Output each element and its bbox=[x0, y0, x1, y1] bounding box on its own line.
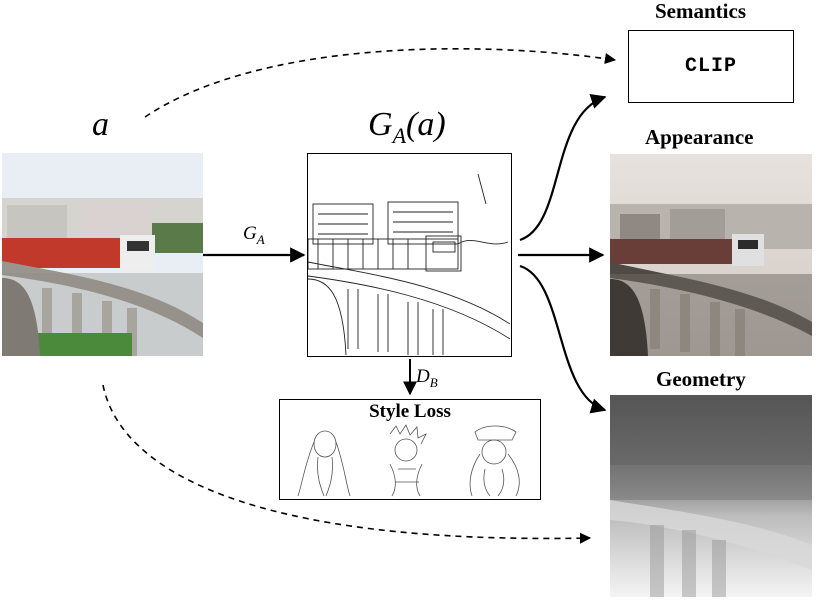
edge-generator-letter: G bbox=[243, 223, 257, 244]
geometry-depth-map bbox=[610, 395, 812, 597]
edge-generator-sub: A bbox=[256, 231, 265, 247]
generator-sub: A bbox=[392, 122, 407, 148]
discriminator-letter: D bbox=[416, 366, 430, 387]
edge-generator-label: GA bbox=[243, 224, 265, 249]
semantics-title: Semantics bbox=[655, 0, 746, 23]
discriminator-label: DB bbox=[416, 367, 438, 392]
clip-label: CLIP bbox=[684, 55, 737, 78]
discriminator-sub: B bbox=[429, 374, 438, 390]
line-drawing-output bbox=[307, 153, 512, 357]
generator-letter: G bbox=[368, 106, 393, 143]
appearance-image bbox=[610, 154, 812, 356]
clip-box: CLIP bbox=[628, 30, 794, 103]
style-loss-title: Style Loss bbox=[369, 401, 451, 422]
style-sketches bbox=[297, 424, 520, 497]
generator-arg: (a) bbox=[406, 106, 446, 143]
appearance-title: Appearance bbox=[645, 125, 754, 149]
generator-output-label: GA(a) bbox=[368, 108, 446, 153]
dashed-arrow-to-geometry bbox=[102, 384, 592, 544]
input-photo bbox=[2, 153, 203, 356]
style-loss-box: Style Loss bbox=[279, 399, 541, 500]
input-var: a bbox=[92, 106, 109, 143]
arrow-to-geometry bbox=[519, 264, 607, 414]
input-label: a bbox=[92, 108, 109, 142]
geometry-title: Geometry bbox=[656, 367, 746, 391]
arrow-to-clip bbox=[519, 94, 607, 242]
dashed-arrow-to-semantics bbox=[144, 47, 617, 118]
